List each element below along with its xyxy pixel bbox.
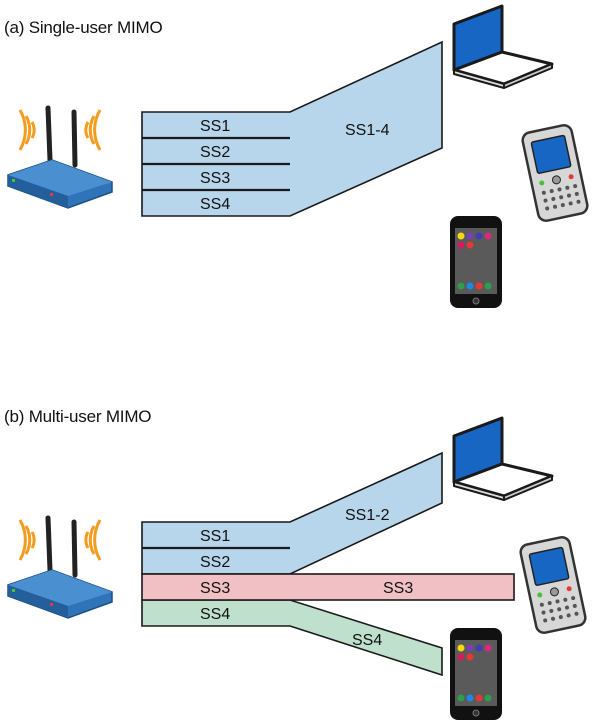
stream-label-ss4: SS4 [200, 196, 230, 213]
stream-label-ss1: SS1 [200, 118, 230, 135]
beam-ss1-ss2 [141, 451, 443, 575]
stream-label-ss4: SS4 [200, 606, 230, 623]
smartphone-icon [449, 627, 503, 721]
beam-ss3 [141, 573, 515, 601]
router-icon [8, 518, 112, 618]
ss3-beam-label: SS3 [383, 580, 413, 597]
ss4-beam-label: SS4 [352, 632, 382, 649]
pda-phone-icon [519, 122, 591, 224]
single-user-beam [141, 40, 443, 217]
stream-label-ss3: SS3 [200, 580, 230, 597]
panel-b-title: (b) Multi-user MIMO [4, 407, 152, 426]
combined-stream-label: SS1-2 [345, 507, 390, 524]
stream-label-ss2: SS2 [200, 144, 230, 161]
stream-label-ss1: SS1 [200, 528, 230, 545]
combined-stream-label: SS1-4 [345, 122, 390, 139]
panel-a: SS1 SS2 SS3 SS4 SS1-4 [8, 4, 591, 309]
stream-label-ss3: SS3 [200, 170, 230, 187]
router-icon [8, 108, 112, 208]
laptop-icon [452, 4, 554, 90]
laptop-icon [452, 416, 554, 502]
panel-a-title: (a) Single-user MIMO [4, 18, 163, 37]
pda-phone-icon [517, 534, 589, 636]
beam-ss4 [141, 599, 443, 677]
panel-b: SS1 SS2 SS3 SS4 SS1-2 SS3 SS4 [8, 416, 589, 721]
smartphone-icon [449, 215, 503, 309]
stream-label-ss2: SS2 [200, 554, 230, 571]
